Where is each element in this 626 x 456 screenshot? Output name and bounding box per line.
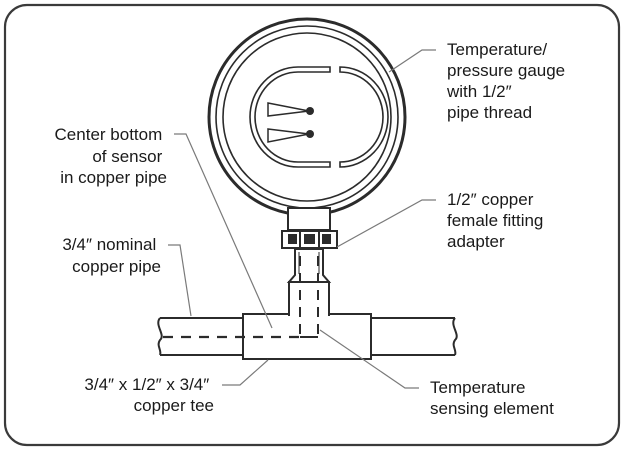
label-sensor-bottom: Center bottom of sensor in copper pipe	[55, 125, 167, 187]
label-pipe: 3/4″ nominal copper pipe	[62, 235, 161, 276]
gauge-needle-pivot-top	[306, 107, 314, 115]
leader-sensor-bottom	[174, 133, 273, 329]
leader-tee	[222, 359, 269, 386]
label-sensing-element: Temperature sensing element	[430, 378, 554, 418]
gauge-needle-top	[267, 102, 310, 117]
gauge-outer-rim	[207, 17, 407, 217]
gauge-needle-bottom	[267, 128, 310, 143]
leader-gauge	[388, 49, 436, 73]
label-gauge: Temperature/ pressure gauge with 1/2″ pi…	[446, 40, 570, 122]
leader-element	[319, 329, 419, 389]
leader-pipe	[168, 244, 192, 317]
gauge-stem	[287, 207, 331, 231]
gauge-dial-arc-left	[249, 66, 331, 168]
label-tee: 3/4″ x 1/2″ x 3/4″ copper tee	[84, 375, 214, 415]
gauge-bezel-inner	[222, 32, 392, 202]
leader-fitting	[336, 199, 436, 248]
pressure-gauge	[207, 17, 407, 217]
gauge-needle-pivot-bottom	[306, 130, 314, 138]
tee-branch	[288, 281, 330, 319]
label-fitting: 1/2″ copper female fitting adapter	[447, 190, 548, 251]
gauge-dial-arc-right	[339, 66, 389, 168]
sensing-element-dashes	[163, 256, 319, 339]
